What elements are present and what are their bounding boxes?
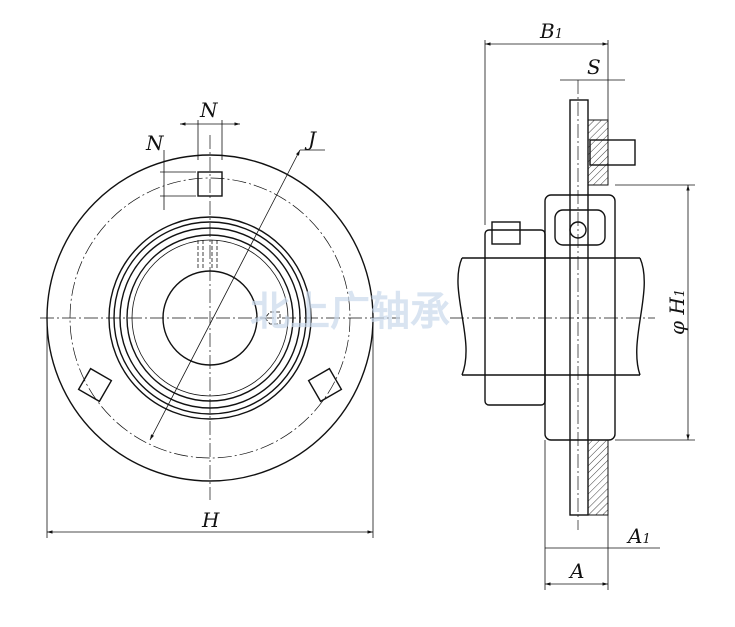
housing	[544, 194, 616, 441]
front-view: N N J H	[40, 98, 400, 538]
shaft	[462, 257, 640, 376]
label-n-top: N	[199, 98, 219, 122]
label-b1: B1	[539, 19, 563, 43]
label-j: J	[304, 127, 317, 151]
label-a1: A1	[626, 524, 651, 548]
label-h1: φ H1	[665, 289, 689, 335]
collar	[484, 229, 546, 406]
label-s: S	[587, 55, 601, 79]
label-a: A	[568, 559, 584, 583]
side-view: B1 S φ H1 A1 A	[450, 19, 695, 590]
bolt-slot-right	[307, 367, 343, 403]
watermark: 北上广轴承	[250, 289, 450, 335]
bearing-insert	[554, 209, 606, 246]
bolt	[589, 139, 636, 166]
label-n-side: N	[145, 131, 165, 155]
label-h: H	[201, 508, 220, 532]
bolt-slot-left	[77, 367, 113, 403]
flange-plate	[569, 99, 589, 516]
set-screw	[491, 221, 521, 245]
